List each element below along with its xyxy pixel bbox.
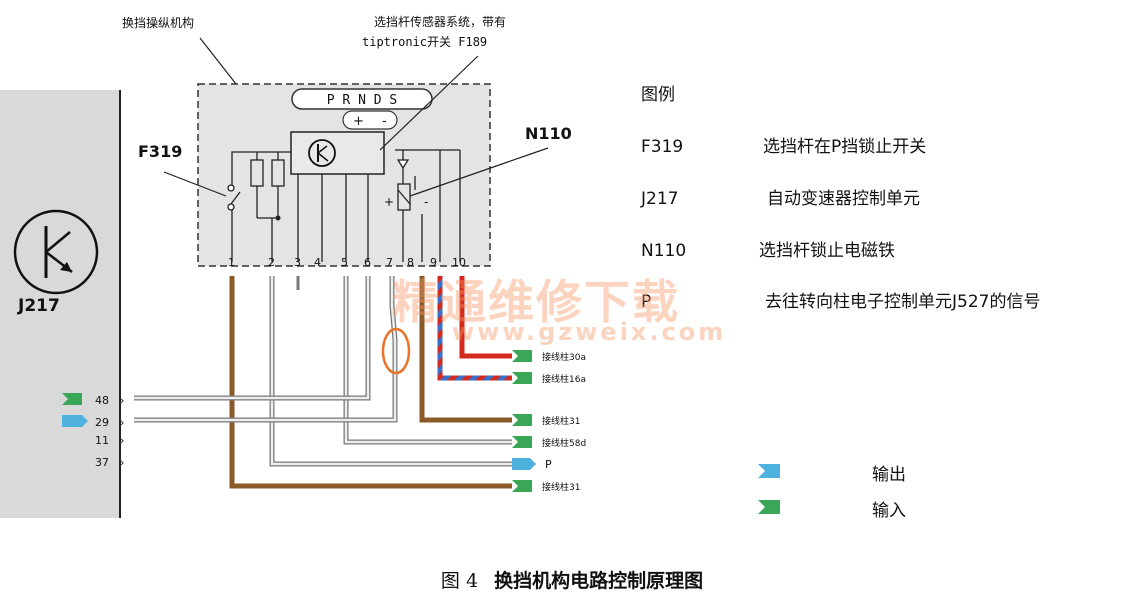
figure-number: 图 4 <box>440 570 479 592</box>
j217-control-unit <box>0 90 120 518</box>
pin-10: 10 <box>452 256 466 269</box>
ecu-pin-label: 29 <box>95 416 109 429</box>
input-arrow-icon <box>512 372 532 384</box>
pin-1: 1 <box>228 256 235 269</box>
wire-pin10-red <box>459 276 512 359</box>
legend-item-p: P 去往转向柱电子控制单元J527的信号 <box>641 287 1141 312</box>
prnds-label: P R N D S <box>327 93 397 108</box>
terminal-label: 接线柱58d <box>542 437 586 449</box>
chevron-icon: › <box>120 394 124 407</box>
wire-pin7-grey <box>134 276 398 423</box>
internal-circuit <box>227 149 461 262</box>
prnds-indicator <box>291 88 433 110</box>
legend-code: P <box>641 292 652 312</box>
ecu-pin-label: 37 <box>95 456 109 469</box>
pin-5: 5 <box>341 256 348 269</box>
terminal-label: 接线柱31 <box>542 415 580 427</box>
pin-7: 7 <box>386 256 393 269</box>
terminal-58d: 接线柱58d <box>512 436 586 449</box>
legend-item-j217: J217 自动变速器控制单元 <box>641 184 1101 209</box>
j217-label: J217 <box>17 296 60 316</box>
wire-pin1-brown <box>229 276 512 489</box>
sensor-tiptronic-label: tiptronic开关 F189 <box>362 35 487 49</box>
shift-mechanism-box <box>197 83 491 267</box>
n110-callout: N110 <box>525 124 572 143</box>
pin-4: 4 <box>314 256 321 269</box>
pin-9: 9 <box>430 256 437 269</box>
sensor-transistor-icon <box>308 139 336 167</box>
legend-output-arrow-icon <box>758 464 780 478</box>
legend-code: J217 <box>641 189 679 209</box>
chevron-icon: › <box>120 434 124 447</box>
wire-pin5-grey <box>343 276 512 445</box>
legend-input-arrow-icon <box>758 500 780 514</box>
legend-desc: 选挡杆在P挡锁止开关 <box>763 137 927 157</box>
highlight-ellipse <box>381 327 411 375</box>
ecu-pin-29: 29 › <box>62 415 124 429</box>
wire-pin2-grey <box>269 276 512 467</box>
legend-item-f319: F319 选挡杆在P挡锁止开关 <box>641 132 1101 157</box>
legend-item-n110: N110 选挡杆锁止电磁铁 <box>641 236 1101 261</box>
callout-lines <box>163 37 549 197</box>
pin-numbers: 1 2 3 4 5 6 7 8 9 10 <box>228 256 466 269</box>
ecu-pin-11: 11 › <box>95 434 124 447</box>
transistor-icon <box>13 209 99 295</box>
legend-output-label: 输出 <box>872 465 906 485</box>
figure-caption: 图 4 换挡机构电路控制原理图 <box>0 566 1144 593</box>
terminal-16a: 接线柱16a <box>512 372 586 385</box>
legend-desc: 选挡杆锁止电磁铁 <box>759 241 895 261</box>
n110-minus-label: - <box>424 195 428 209</box>
pin-6: 6 <box>364 256 371 269</box>
shift-mechanism-label: 换挡操纵机构 <box>122 15 194 30</box>
n110-plus-label: + <box>384 195 394 209</box>
tiptronic-plus-minus <box>342 110 398 130</box>
pin-3: 3 <box>294 256 301 269</box>
terminal-31-lower: 接线柱31 <box>512 480 580 493</box>
tiptronic-plus: + <box>353 114 364 129</box>
watermark-url: www.gzweix.com <box>452 318 727 346</box>
figure-title: 换挡机构电路控制原理图 <box>494 570 704 592</box>
legend-desc: 自动变速器控制单元 <box>767 189 920 209</box>
watermark-title: 精通维修下载 <box>392 275 680 329</box>
chevron-icon: › <box>120 456 124 469</box>
f319-callout: F319 <box>138 142 182 161</box>
output-arrow-icon <box>512 458 536 470</box>
input-arrow-icon <box>512 350 532 362</box>
pin-2: 2 <box>268 256 275 269</box>
terminal-label: 接线柱16a <box>542 373 586 385</box>
output-arrow-icon <box>62 415 88 427</box>
pin-8: 8 <box>407 256 414 269</box>
terminal-31-upper: 接线柱31 <box>512 414 580 427</box>
sensor-system-label: 选挡杆传感器系统，带有 <box>374 14 506 29</box>
terminal-label: 接线柱30a <box>542 351 586 363</box>
terminal-label: 接线柱31 <box>542 481 580 493</box>
terminal-p: P <box>512 458 552 471</box>
legend-desc: 去往转向柱电子控制单元J527的信号 <box>765 292 1041 312</box>
legend-input-label: 输入 <box>872 501 906 521</box>
legend-title: 图例 <box>641 85 675 105</box>
terminal-label: P <box>545 458 552 471</box>
input-arrow-icon <box>62 393 82 405</box>
input-arrow-icon <box>512 436 532 448</box>
wire-pin6-grey <box>134 276 371 401</box>
ecu-pin-48: 48 › <box>62 393 124 407</box>
ecu-pin-label: 11 <box>95 434 109 447</box>
input-arrow-icon <box>512 414 532 426</box>
sensor-module <box>290 131 385 175</box>
tiptronic-minus: - <box>382 114 387 129</box>
wire-pin8-brown <box>419 276 512 423</box>
chevron-icon: › <box>120 416 124 429</box>
wire-pin9-blue-red <box>437 276 512 381</box>
legend-code: F319 <box>641 137 684 157</box>
ecu-pin-label: 48 <box>95 394 109 407</box>
terminal-30a: 接线柱30a <box>512 350 586 363</box>
legend-code: N110 <box>641 241 687 261</box>
ecu-pin-37: 37 › <box>95 456 124 469</box>
input-arrow-icon <box>512 480 532 492</box>
